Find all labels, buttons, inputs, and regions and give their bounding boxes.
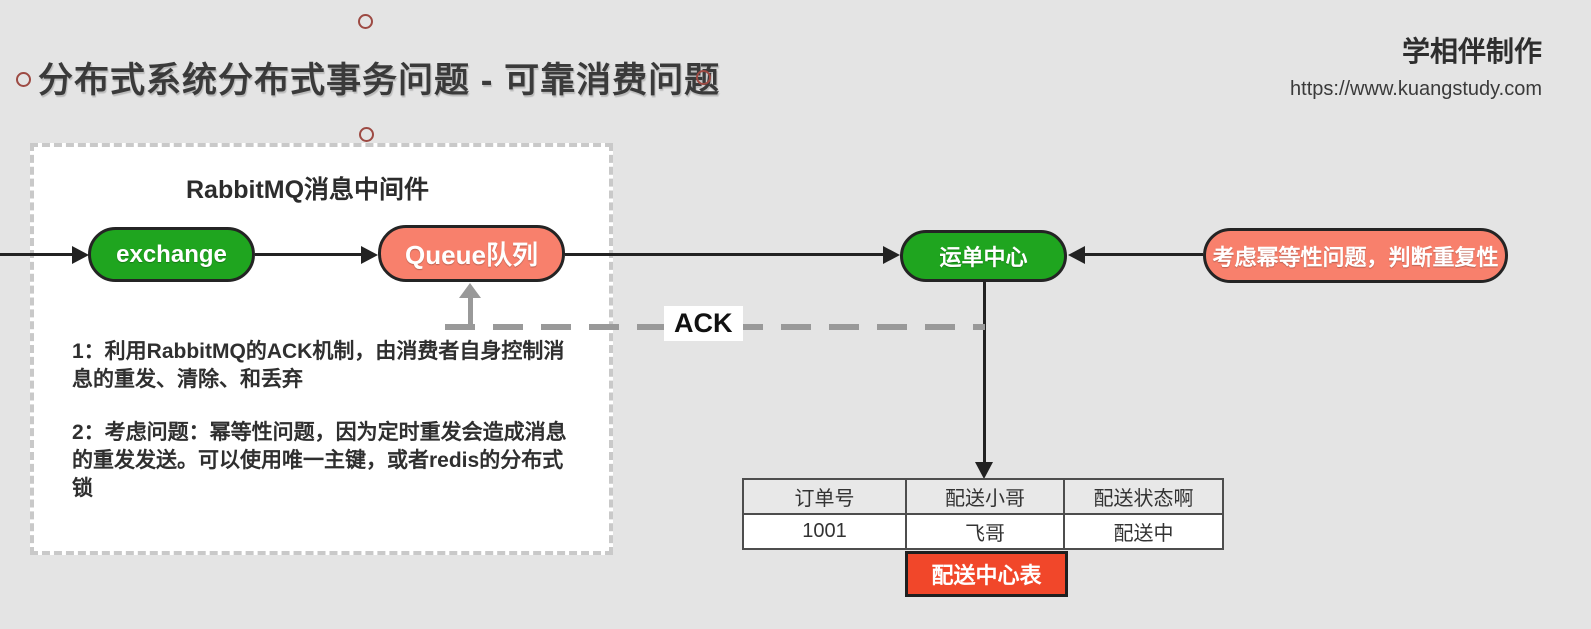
arrow-consumer-to-table-line xyxy=(983,282,986,464)
arrowhead-right-icon xyxy=(72,246,89,264)
node-consumer[interactable]: 运单中心 xyxy=(900,230,1067,282)
ack-label[interactable]: ACK xyxy=(664,306,743,341)
table-header-cell: 订单号 xyxy=(742,478,907,515)
note-1: 1：利用RabbitMQ的ACK机制，由消费者自身控制消息的重发、清除、和丢弃 xyxy=(72,340,565,391)
node-exchange[interactable]: exchange xyxy=(88,227,255,282)
node-queue[interactable]: Queue队列 xyxy=(378,225,565,282)
arrow-exchange-to-queue-line xyxy=(255,253,363,256)
table-header-row: 订单号 配送小哥 配送状态啊 xyxy=(742,478,1224,515)
arrowhead-right-icon xyxy=(883,246,900,264)
notes-block[interactable]: 1：利用RabbitMQ的ACK机制，由消费者自身控制消息的重发、清除、和丢弃 … xyxy=(72,338,580,529)
table-cell: 1001 xyxy=(742,513,907,550)
arrow-incoming-line xyxy=(0,253,74,256)
table-caption[interactable]: 配送中心表 xyxy=(905,551,1068,597)
arrowhead-up-icon xyxy=(459,283,481,298)
table-cell: 飞哥 xyxy=(905,513,1065,550)
delivery-table[interactable]: 订单号 配送小哥 配送状态啊 1001 飞哥 配送中 xyxy=(742,478,1224,550)
table-header-cell: 配送小哥 xyxy=(905,478,1065,515)
brand-name: 学相伴制作 xyxy=(1401,36,1542,67)
table-cell: 配送中 xyxy=(1063,513,1224,550)
arrow-queue-to-consumer-line xyxy=(565,253,885,256)
table-row: 1001 飞哥 配送中 xyxy=(742,513,1224,550)
arrowhead-left-icon xyxy=(1068,246,1085,264)
note-2: 2：考虑问题：幂等性问题，因为定时重发会造成消息的重发发送。可以使用唯一主键，或… xyxy=(72,421,567,500)
arrowhead-down-icon xyxy=(975,462,993,479)
selection-handle-icon[interactable] xyxy=(696,70,711,85)
rabbitmq-box[interactable] xyxy=(30,143,613,555)
brand-block: 学相伴制作 https://www.kuangstudy.com xyxy=(1290,30,1542,101)
selection-handle-icon[interactable] xyxy=(16,72,31,87)
selection-handle-icon[interactable] xyxy=(358,14,373,29)
page-title[interactable]: 分布式系统分布式事务问题 - 可靠消费问题 xyxy=(38,61,721,100)
table-header-cell: 配送状态啊 xyxy=(1063,478,1224,515)
ack-return-line xyxy=(468,296,473,326)
node-idempotency[interactable]: 考虑幂等性问题，判断重复性 xyxy=(1203,228,1508,283)
rabbitmq-box-title: RabbitMQ消息中间件 xyxy=(186,176,430,204)
selection-handle-icon[interactable] xyxy=(359,127,374,142)
arrowhead-right-icon xyxy=(361,246,378,264)
brand-url: https://www.kuangstudy.com xyxy=(1290,78,1542,100)
arrow-idem-to-consumer-line xyxy=(1085,253,1203,256)
